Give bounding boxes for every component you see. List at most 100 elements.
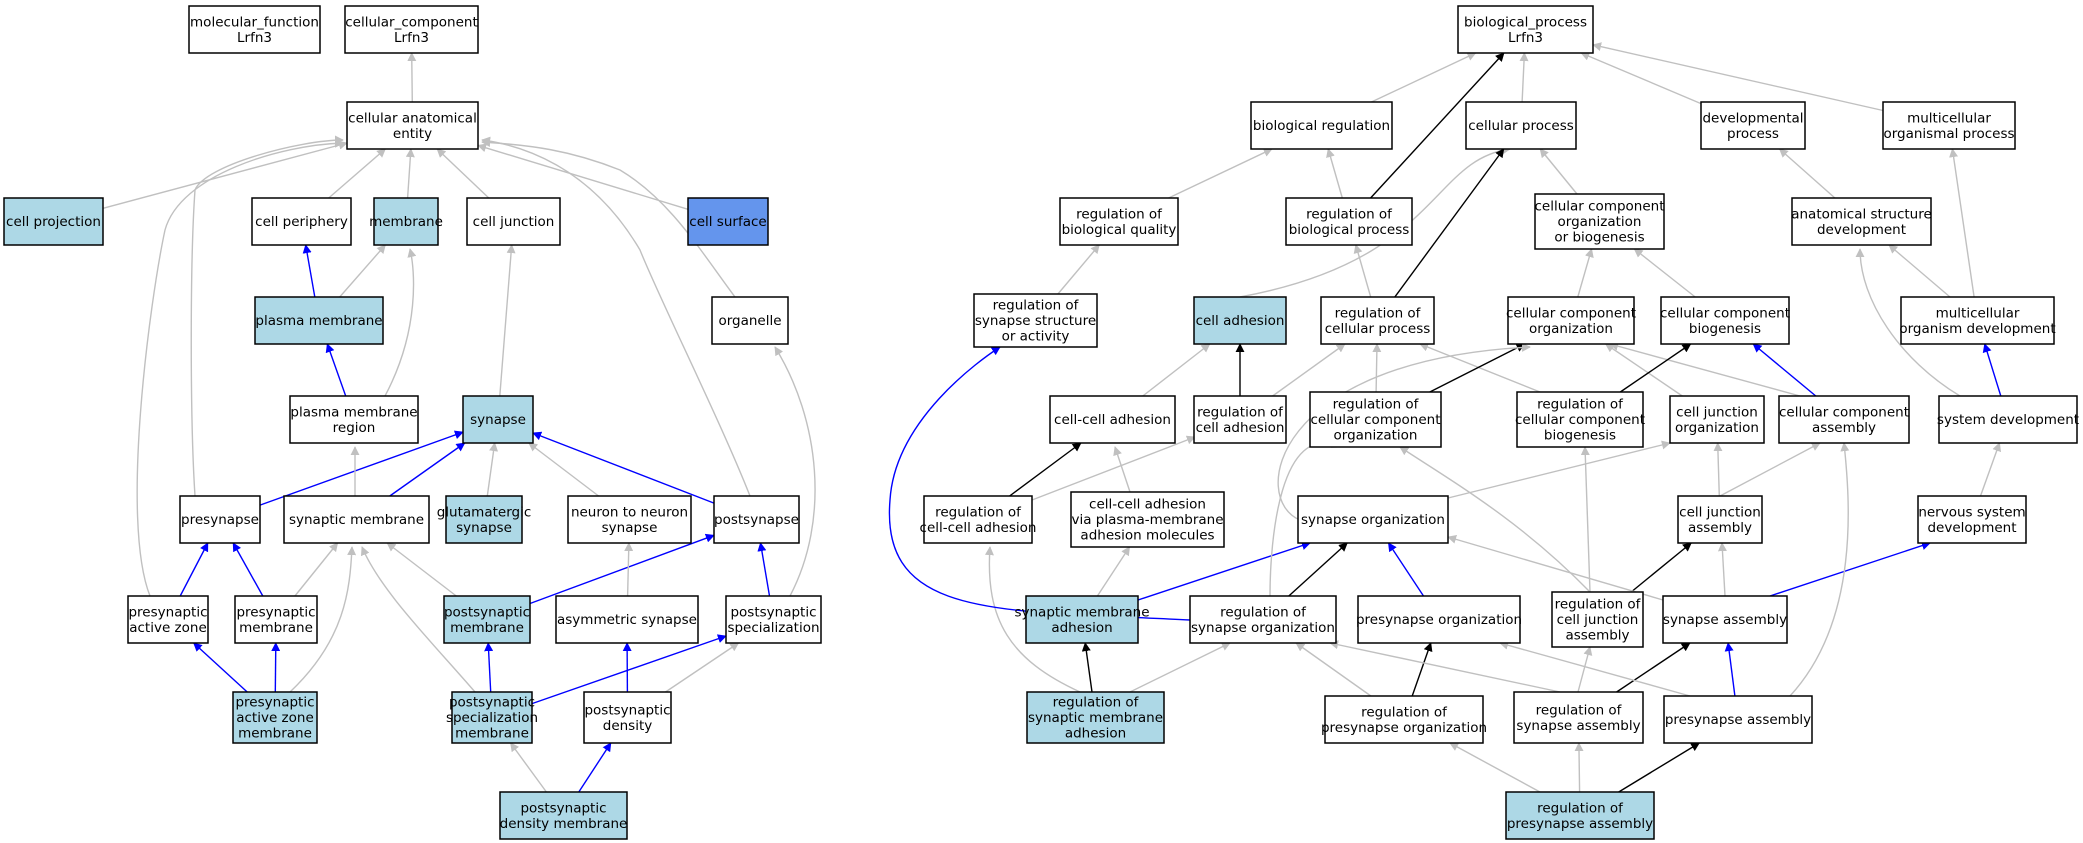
node-synapse[interactable]: synapse: [462, 395, 534, 444]
node-cell-periphery[interactable]: cell periphery: [251, 197, 352, 246]
node-synapse-assembly[interactable]: synapse assembly: [1662, 595, 1788, 644]
edge-layer: [102, 42, 2002, 793]
node-plasma-membrane[interactable]: plasma membrane: [254, 296, 384, 345]
node-cell-surface[interactable]: cell surface: [687, 197, 769, 246]
node-cellular-process[interactable]: cellular process: [1465, 101, 1577, 150]
node-cell-adhesion[interactable]: cell adhesion: [1193, 296, 1287, 345]
node-system-development[interactable]: system development: [1937, 395, 2079, 444]
node-cell-surface-label-line: cell surface: [689, 214, 766, 230]
edge-psd-to-psspec: [665, 642, 740, 693]
node-presynaptic-active-zone-membrane-label-line: membrane: [238, 726, 312, 742]
node-presynapse-box: [179, 495, 261, 544]
node-synapse-box: [462, 395, 534, 444]
node-cell-junction[interactable]: cell junction: [466, 197, 561, 246]
node-synaptic-membrane-label-line: synaptic membrane: [289, 512, 424, 528]
node-synaptic-membrane-adhesion-label-line: synaptic membrane: [1014, 604, 1149, 620]
edge-rsa-to-sasm: [1616, 642, 1691, 693]
edge-pazm-to-synmem: [289, 546, 357, 693]
node-postsynaptic-membrane-label-line: membrane: [450, 620, 524, 636]
node-cell-cell-adhesion-via-plasma-membrane-adhesion-molecules-label-line: via plasma-membrane: [1071, 512, 1223, 528]
node-synapse-organization[interactable]: synapse organization: [1297, 495, 1449, 544]
edge-sma-to-ccapm: [1096, 546, 1131, 597]
node-cell-projection[interactable]: cell projection: [3, 197, 104, 246]
edge-rcca-to-rca: [1031, 435, 1196, 501]
edge-asd-to-devp: [1778, 148, 1836, 199]
node-synaptic-membrane[interactable]: synaptic membrane: [283, 495, 430, 544]
node-multicellular-organismal-process-label-line: organismal process: [1883, 126, 2014, 142]
edge-postsynmem-to-synmem: [386, 542, 457, 597]
node-cellular-component-organization-or-biogenesis-label-line: cellular component: [1534, 199, 1664, 215]
node-presynapse-organization[interactable]: presynapse organization: [1356, 595, 1522, 644]
node-presynaptic-membrane-box: [234, 595, 318, 644]
node-molecular-function-box: [188, 5, 321, 54]
node-presynapse-assembly[interactable]: presynapse assembly: [1663, 695, 1813, 744]
node-postsynapse[interactable]: postsynapse: [713, 495, 800, 544]
node-postsynaptic-specialization-membrane-label-line: specialization: [446, 710, 538, 726]
node-organelle[interactable]: organelle: [711, 296, 789, 345]
edge-cca-to-cco: [1609, 341, 1801, 397]
node-biological-regulation-box: [1250, 101, 1393, 150]
edge-ccadh-to-cadh: [1142, 343, 1211, 397]
edge-pasm-to-cca: [1789, 442, 1850, 697]
node-presynapse[interactable]: presynapse: [179, 495, 261, 544]
node-biological-process-label-line: Lrfn3: [1508, 30, 1543, 46]
node-cell-cell-adhesion[interactable]: cell-cell adhesion: [1049, 395, 1176, 444]
node-membrane[interactable]: membrane: [369, 197, 443, 246]
node-cell-adhesion-label-line: cell adhesion: [1196, 313, 1285, 329]
node-regulation-of-biological-process-box: [1285, 197, 1413, 246]
node-postsynaptic-membrane-label-line: postsynaptic: [444, 604, 530, 620]
edge-sma-to-synorg: [1137, 541, 1311, 601]
node-regulation-of-presynapse-organization-box: [1324, 695, 1484, 744]
edge-sasm-to-cja: [1717, 542, 1727, 597]
node-asymmetric-synapse[interactable]: asymmetric synapse: [555, 595, 699, 644]
node-postsynapse-label-line: postsynapse: [714, 512, 799, 528]
node-biological-regulation[interactable]: biological regulation: [1250, 101, 1393, 150]
node-cellular-anatomical-entity-label-line: cellular anatomical: [348, 110, 477, 126]
node-multicellular-organism-development-label-line: multicellular: [1936, 305, 2020, 321]
node-postsynaptic-density-membrane-label-line: postsynaptic: [520, 800, 606, 816]
node-regulation-of-cell-junction-assembly-label-line: regulation of: [1555, 597, 1642, 613]
